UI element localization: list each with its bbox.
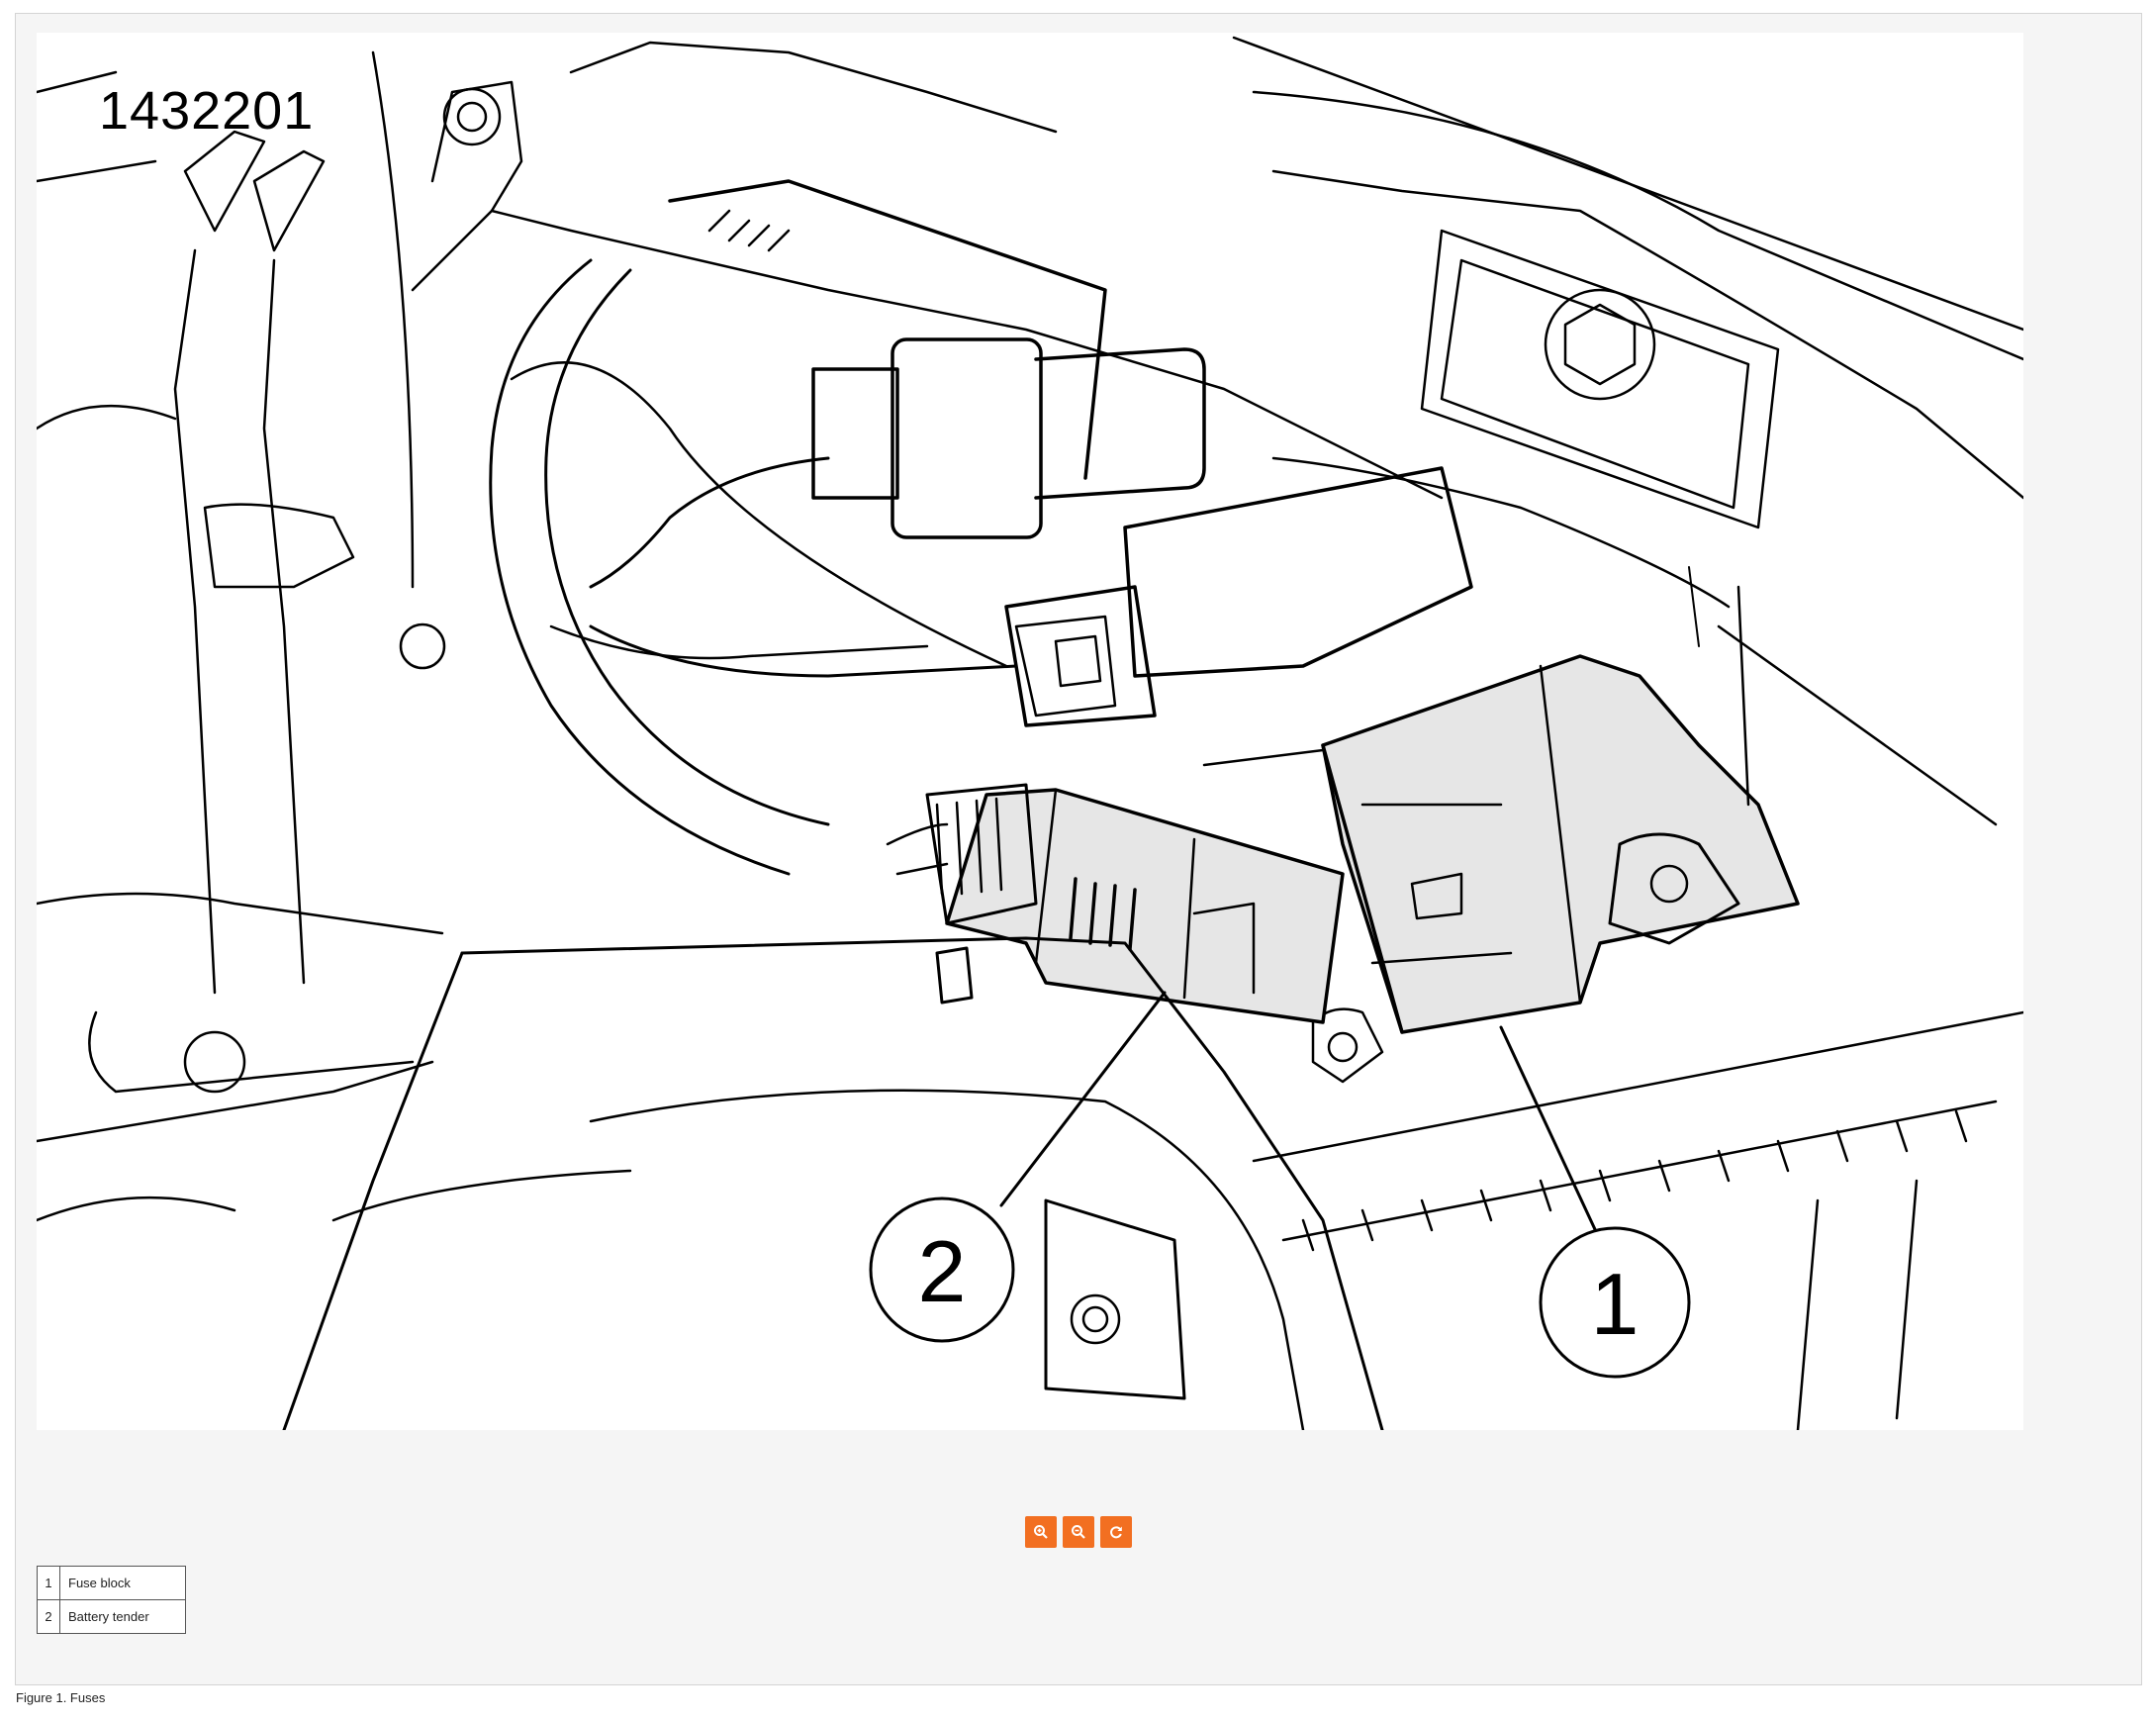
- callout-1-number: 1: [1591, 1255, 1640, 1353]
- figure-caption: Figure 1. Fuses: [16, 1690, 106, 1705]
- image-toolbar: [1025, 1516, 1132, 1548]
- reset-button[interactable]: [1100, 1516, 1132, 1548]
- legend-table: 1 Fuse block 2 Battery tender: [37, 1566, 186, 1634]
- legend-label: Fuse block: [59, 1566, 186, 1600]
- refresh-icon: [1110, 1526, 1122, 1539]
- legend-number: 2: [37, 1599, 60, 1634]
- line-drawing: 2 1: [37, 36, 2023, 1430]
- legend-row: 2 Battery tender: [37, 1599, 186, 1634]
- callout-2-circle: [869, 1197, 1015, 1343]
- zoom-out-button[interactable]: [1063, 1516, 1094, 1548]
- callout-2-number: 2: [918, 1222, 967, 1320]
- figure-illustration: 2 1 1432201: [37, 33, 2023, 1430]
- figure-panel: 2 1 1432201: [15, 13, 2142, 1685]
- zoom-out-icon: [1072, 1525, 1085, 1539]
- zoom-in-icon: [1034, 1525, 1048, 1539]
- art-id-label: 1432201: [99, 81, 315, 141]
- legend-number: 1: [37, 1566, 60, 1600]
- zoom-in-button[interactable]: [1025, 1516, 1057, 1548]
- callout-1-circle: [1539, 1226, 1691, 1379]
- legend-label: Battery tender: [59, 1599, 186, 1634]
- legend-row: 1 Fuse block: [37, 1566, 186, 1600]
